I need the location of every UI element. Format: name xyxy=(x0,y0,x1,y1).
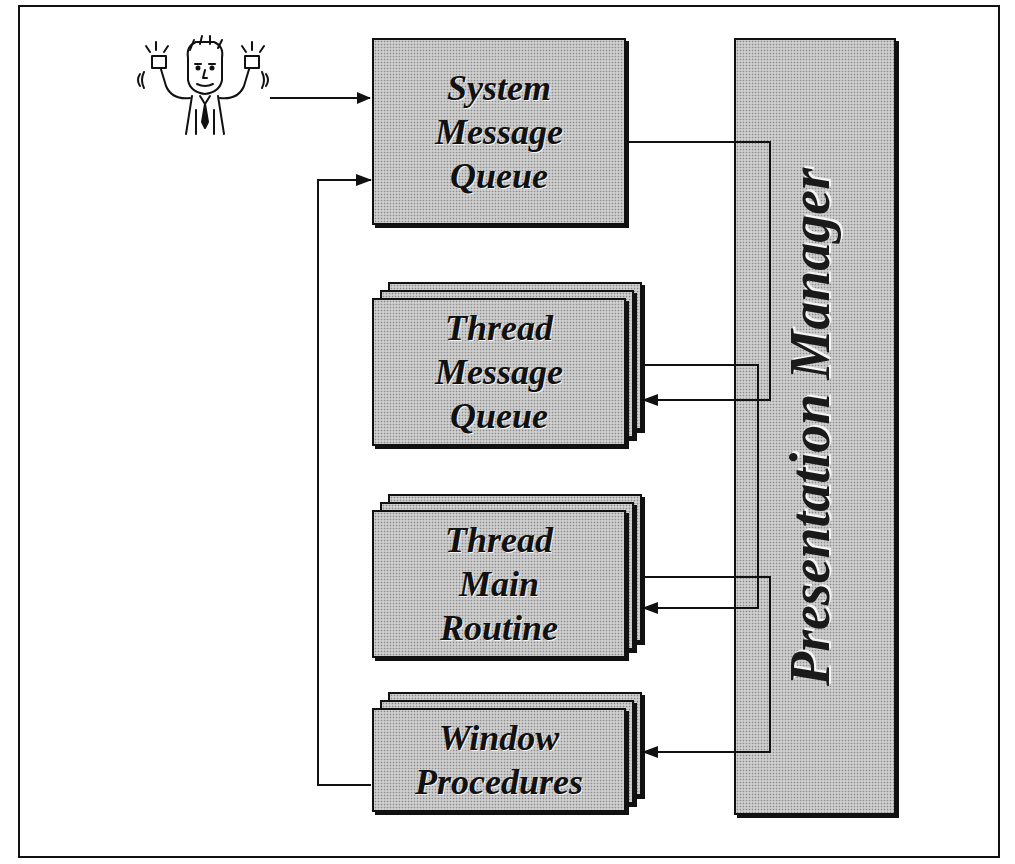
connector-arrow xyxy=(318,180,371,785)
connector-arrow xyxy=(643,577,770,752)
manager-band: Presentation Manager xyxy=(734,38,896,815)
box-label: System Message Queue xyxy=(409,66,589,198)
band-label: Presentation Manager xyxy=(784,167,888,687)
process-box: Thread Message Queue xyxy=(372,298,626,446)
connector-arrow xyxy=(643,365,758,608)
process-box: Thread Main Routine xyxy=(372,510,626,658)
box-label: Window Procedures xyxy=(409,716,589,804)
process-box: System Message Queue xyxy=(372,38,626,225)
box-label: Thread Main Routine xyxy=(409,518,589,650)
connector-arrow xyxy=(627,142,770,400)
box-label: Thread Message Queue xyxy=(409,306,589,438)
process-box: Window Procedures xyxy=(372,708,626,812)
